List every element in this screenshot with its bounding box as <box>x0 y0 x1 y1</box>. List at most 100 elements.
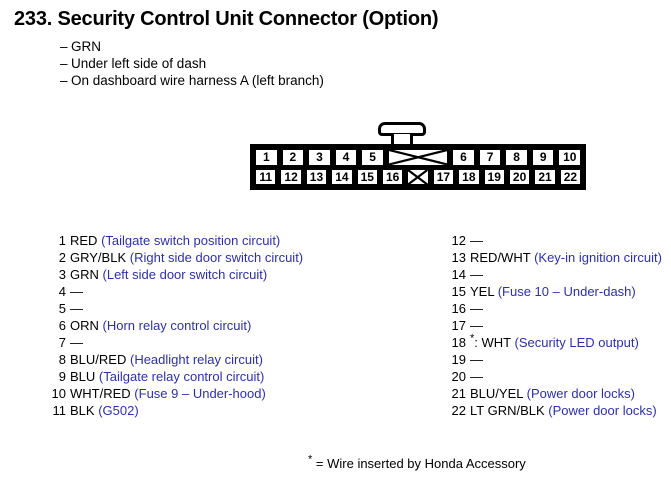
connector-top-row: 1 2 3 4 5 6 7 8 9 10 <box>253 147 583 167</box>
note-text: On dashboard wire harness A (left branch… <box>71 73 324 88</box>
pin-number: 22 <box>451 403 466 418</box>
pin-body: ORN (Horn relay control circuit) <box>70 317 251 334</box>
footnote: * = Wire inserted by Honda Accessory <box>308 453 526 471</box>
pin-row: 7— <box>48 334 408 351</box>
pin-row: 20— <box>448 368 668 385</box>
pin-body: — <box>470 351 483 368</box>
pin-wire-color: BLU/YEL <box>470 386 523 401</box>
pin-circuit-description: (G502) <box>98 403 139 418</box>
note-dash: – <box>60 39 68 54</box>
pin-circuit-description: (Headlight relay circuit) <box>129 352 263 367</box>
pin-row: 15 YEL (Fuse 10 – Under-dash) <box>448 283 668 300</box>
pin-number: 16 <box>451 301 466 316</box>
pin-circuit-description: (Key-in ignition circuit) <box>534 250 662 265</box>
pin-number: 4 <box>58 284 66 299</box>
pin-wire-color: LT GRN/BLK <box>470 403 545 418</box>
pin-asterisk: * <box>470 332 475 345</box>
pin-number: 3 <box>58 267 66 282</box>
pin-body: — <box>470 317 483 334</box>
connector-cell: 1 <box>254 148 279 167</box>
pin-row: 12 — <box>448 232 668 249</box>
pin-wire-color: ORN <box>70 318 99 333</box>
pin-number: 21 <box>451 386 466 401</box>
pin-wire-color: WHT/RED <box>70 386 131 401</box>
note-line: –On dashboard wire harness A (left branc… <box>60 72 324 89</box>
pin-body: BLU (Tailgate relay control circuit) <box>70 368 264 385</box>
pin-number: 5 <box>58 301 66 316</box>
pin-body: — <box>470 368 483 385</box>
connector-cell: 8 <box>504 148 529 167</box>
pin-number: 19 <box>451 352 466 367</box>
pin-number: 8 <box>58 352 66 367</box>
connector-cell: 15 <box>355 167 379 186</box>
pin-empty-dash: — <box>70 335 83 350</box>
pin-body: — <box>470 266 483 283</box>
connector-cell: 5 <box>360 148 385 167</box>
pin-circuit-description: (Left side door switch circuit) <box>102 267 268 282</box>
connector-bottom-row: 11 12 13 14 15 16 17 18 19 20 21 22 <box>253 167 583 188</box>
note-text: Under left side of dash <box>71 56 207 71</box>
pin-row: 18*: WHT (Security LED output) <box>448 332 668 351</box>
connector-cell: 22 <box>558 167 583 186</box>
pin-empty-dash: — <box>470 233 483 248</box>
connector-cell: 2 <box>280 148 306 167</box>
pin-row: 4— <box>48 283 408 300</box>
pin-empty-dash: — <box>70 284 83 299</box>
pin-body: RED/WHT (Key-in ignition circuit) <box>470 249 662 266</box>
pin-body: GRN (Left side door switch circuit) <box>70 266 267 283</box>
pin-wire-color: RED <box>70 233 98 248</box>
pin-wire-color: GRN <box>70 267 99 282</box>
footnote-asterisk: * <box>308 453 313 466</box>
pin-circuit-description: (Tailgate relay control circuit) <box>98 369 265 384</box>
connector-cell: 14 <box>330 167 354 186</box>
connector-diagram: 1 2 3 4 5 6 7 8 9 10 11 12 13 14 <box>250 122 586 190</box>
pin-empty-dash: — <box>470 301 483 316</box>
pin-wire-color: YEL <box>470 284 495 299</box>
pin-wire-color: BLU/RED <box>70 352 127 367</box>
pin-body: BLU/YEL (Power door locks) <box>470 385 635 402</box>
pin-body: YEL (Fuse 10 – Under-dash) <box>470 283 636 300</box>
connector-cell: 4 <box>333 148 359 167</box>
pin-empty-dash: — <box>470 267 483 282</box>
pin-number: 13 <box>451 250 466 265</box>
pin-circuit-description: (Horn relay control circuit) <box>102 318 252 333</box>
pin-body: GRY/BLK (Right side door switch circuit) <box>70 249 303 266</box>
pin-number: 11 <box>52 403 67 418</box>
note-line: –GRN <box>60 38 324 55</box>
pin-empty-dash: — <box>470 352 483 367</box>
connector-cell: 17 <box>431 167 456 186</box>
pin-row: 14 — <box>448 266 668 283</box>
pin-empty-dash: — <box>470 318 483 333</box>
pin-wire-color: RED/WHT <box>470 250 531 265</box>
pin-wire-color: GRY/BLK <box>70 250 127 265</box>
connector-cell: 7 <box>477 148 503 167</box>
pin-circuit-description: (Power door locks) <box>548 403 657 418</box>
pin-number: 14 <box>451 267 466 282</box>
pin-number: 15 <box>451 284 466 299</box>
pin-body: — <box>470 232 483 249</box>
pin-body: BLU/RED (Headlight relay circuit) <box>70 351 263 368</box>
pin-circuit-description: (Security LED output) <box>514 335 639 350</box>
connector-cell: 20 <box>507 167 532 186</box>
pin-row: 21 BLU/YEL (Power door locks) <box>448 385 668 402</box>
connector-cell: 12 <box>279 167 303 186</box>
pin-body: WHT/RED (Fuse 9 – Under-hood) <box>70 385 266 402</box>
pin-circuit-description: (Right side door switch circuit) <box>129 250 304 265</box>
pin-number: 12 <box>451 233 466 248</box>
pin-wire-color: BLU <box>70 369 96 384</box>
pin-empty-dash: — <box>470 369 483 384</box>
connector-cell: 9 <box>530 148 556 167</box>
pin-body: — <box>70 300 83 317</box>
pin-row: 5— <box>48 300 408 317</box>
x-cross-icon <box>408 170 427 185</box>
pin-body: — <box>470 300 483 317</box>
connector-shell: 1 2 3 4 5 6 7 8 9 10 11 12 13 14 <box>250 144 586 190</box>
note-line: –Under left side of dash <box>60 55 324 72</box>
pin-body: — <box>70 334 83 351</box>
connector-cell: 18 <box>457 167 481 186</box>
pin-wire-color: : WHT <box>474 335 511 350</box>
connector-blank-cell-wide <box>386 148 450 167</box>
